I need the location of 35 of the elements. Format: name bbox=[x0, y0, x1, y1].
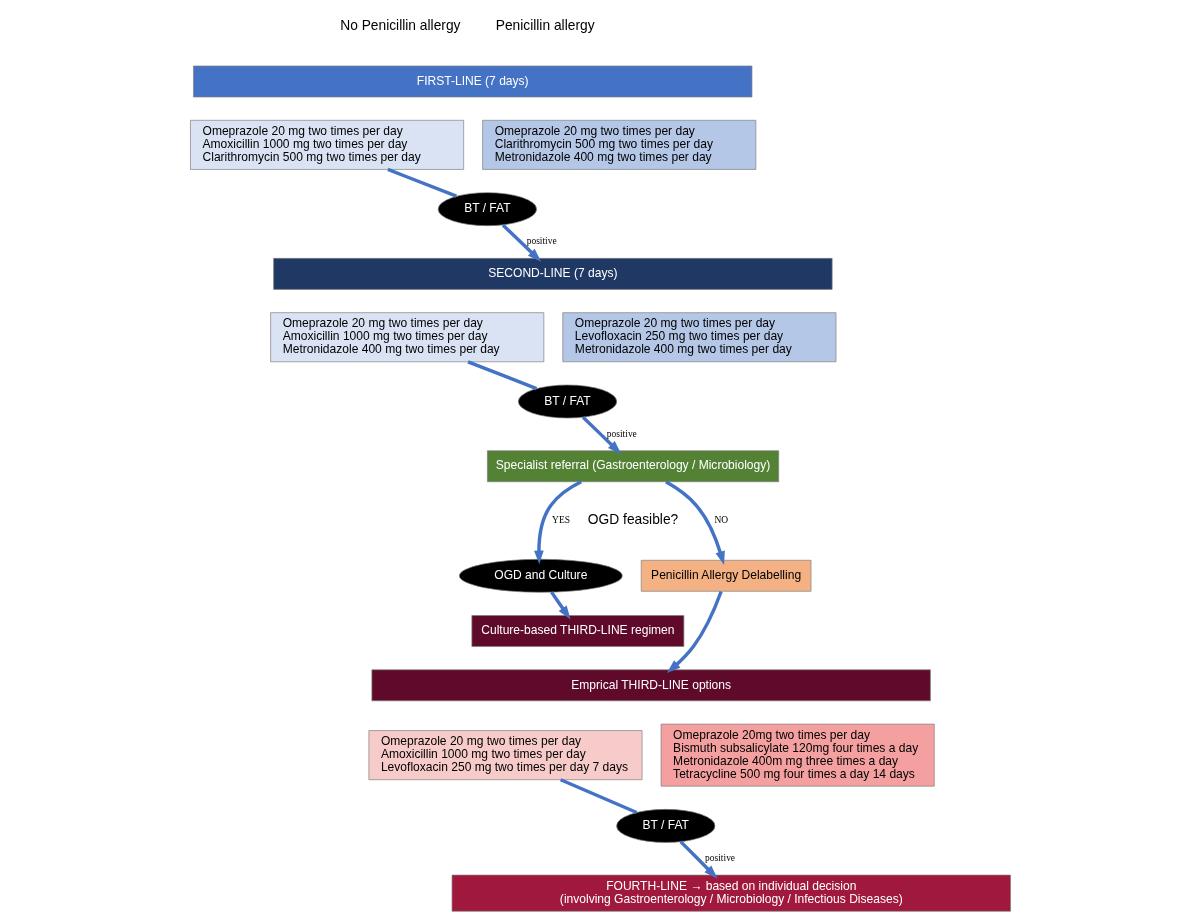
node-ellipse: OGD and Culture bbox=[458, 558, 623, 593]
connector bbox=[466, 360, 537, 391]
node-box: Omeprazole 20mg two times per day Bismuth subsalicylate 120mg four times a day Metronidazole 400m mg three times a day Tetracycline 500 mg four times a day 14 days bbox=[660, 723, 935, 787]
node-box: FIRST-LINE (7 days) bbox=[192, 65, 752, 98]
label: No Penicillin allergy bbox=[339, 18, 460, 34]
arrow bbox=[581, 416, 621, 455]
connector bbox=[386, 167, 457, 198]
label: Penicillin allergy bbox=[495, 18, 595, 34]
node-box: Omeprazole 20 mg two times per day Amoxicillin 1000 mg two times per day Metronidazole 400 mg two times per day bbox=[269, 312, 544, 363]
node-box: SECOND-LINE (7 days) bbox=[272, 258, 832, 290]
node-box: Omeprazole 20 mg two times per day Amoxicillin 1000 mg two times per day Clarithromycin 500 mg two times per day bbox=[189, 119, 464, 170]
arrow bbox=[501, 223, 541, 262]
node-box: Omeprazole 20 mg two times per day Amoxicillin 1000 mg two times per day Levofloxacin 250 mg two times per day 7 days bbox=[368, 730, 642, 781]
node-ellipse: BT / FAT bbox=[615, 809, 715, 843]
node-box: Specialist referral (Gastroenterology / Microbiology) bbox=[486, 450, 779, 483]
node-box: Omeprazole 20 mg two times per day Clarithromycin 500 mg two times per day Metronidazole 400 mg two times per day bbox=[481, 119, 756, 170]
connector bbox=[559, 778, 637, 815]
node-ellipse: BT / FAT bbox=[517, 384, 617, 419]
arrow bbox=[678, 840, 718, 879]
node-box: Culture-based THIRD-LINE regimen bbox=[471, 615, 684, 647]
arrow bbox=[666, 590, 723, 674]
node-box: Omeprazole 20 mg two times per day Levofloxacin 250 mg two times per day Metronidazole 400 mg two times per day bbox=[561, 312, 836, 363]
node-box: FOURTH-LINE → based on individual decision (involving Gastroenterology / Microbiology / Infectious Diseases) bbox=[451, 874, 1011, 912]
node-box: Emprical THIRD-LINE options bbox=[371, 669, 931, 702]
edge-label: YES bbox=[551, 514, 570, 525]
node-ellipse: BT / FAT bbox=[437, 192, 537, 227]
arrow bbox=[533, 480, 582, 565]
node-box: Penicillin Allergy Delabelling bbox=[640, 559, 811, 592]
arrow bbox=[664, 480, 725, 566]
edge-label: positive bbox=[704, 853, 735, 864]
edge-label: NO bbox=[714, 514, 728, 525]
edge-label: positive bbox=[526, 236, 557, 247]
edge-label: positive bbox=[606, 428, 637, 439]
label: OGD feasible? bbox=[587, 511, 678, 527]
arrow bbox=[549, 591, 571, 620]
